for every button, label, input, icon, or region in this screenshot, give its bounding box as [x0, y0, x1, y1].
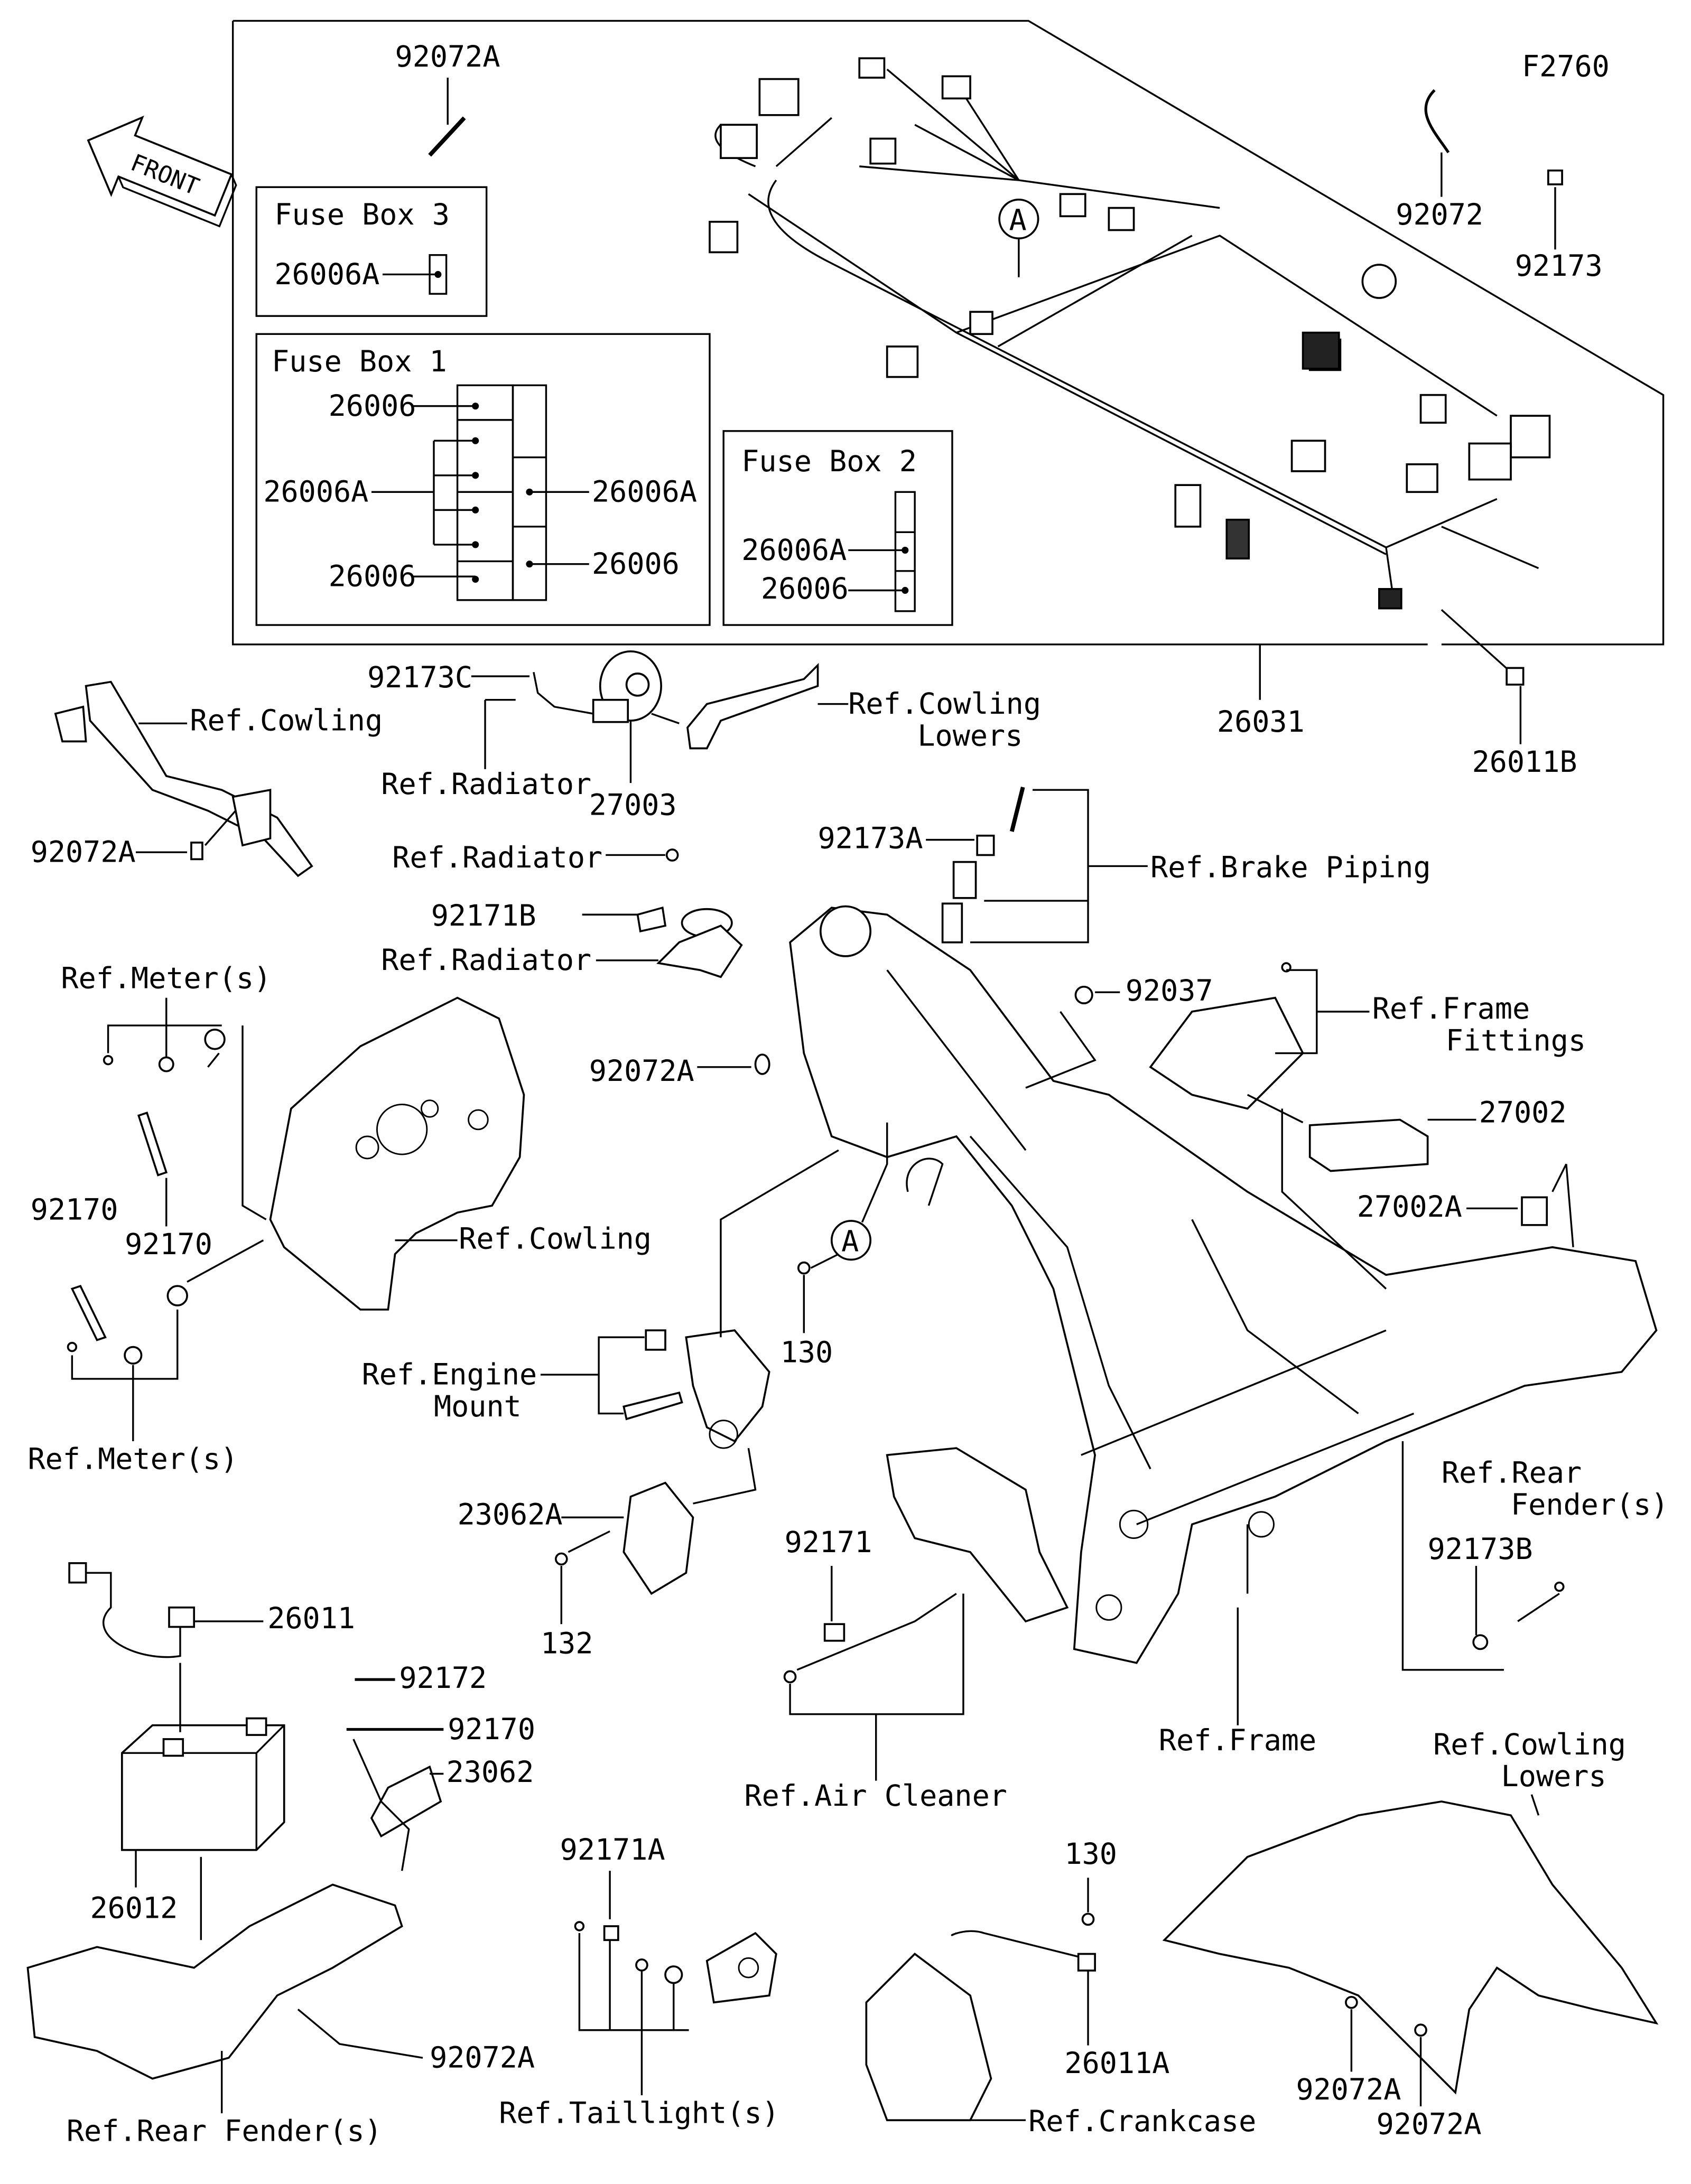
ref-cowling-lowers-2: Lowers [917, 718, 1023, 752]
ref-rear-fender: Ref.Rear Fender(s) [67, 2114, 382, 2148]
callout-27002: 27002 [1479, 1096, 1567, 1130]
callout-26012: 26012 [90, 1891, 178, 1925]
callout-26031: 26031 [1217, 705, 1305, 739]
callout-92173B: 92173B [1428, 1532, 1533, 1566]
callout-92170: 92170 [448, 1712, 535, 1746]
fuse-box-3-title: Fuse Box 3 [274, 198, 450, 231]
ref-cowling-lowers: Ref.Cowling [1433, 1728, 1626, 1761]
air-cleaner-cover [886, 1447, 1069, 1623]
ref-taillights: Ref.Taillight(s) [499, 2096, 779, 2130]
ref-cowling: Ref.Cowling [459, 1221, 652, 1255]
callout-92072A: 92072A [1296, 2073, 1401, 2106]
ref-rear-fender: Ref.Rear [1442, 1456, 1582, 1490]
callout-92072A: 92072A [1377, 2107, 1482, 2141]
callout-23062A: 23062A [458, 1497, 563, 1531]
callout-92173: 92173 [1515, 249, 1603, 283]
callout-92072A: 92072A [589, 1054, 694, 1088]
fuse-part: 26006 [592, 547, 680, 581]
ref-radiator: Ref.Radiator [392, 841, 602, 874]
battery-26012 [120, 1717, 285, 1851]
fuse-part: 26006A [263, 475, 368, 509]
fuse-part: 26006A [592, 475, 697, 509]
frame [789, 905, 1658, 1664]
fuse-box-2-title: Fuse Box 2 [741, 444, 917, 478]
callout-130: 130 [781, 1335, 833, 1369]
ecu-27002 [1308, 1118, 1429, 1172]
callout-92172: 92172 [399, 1661, 487, 1695]
crankcase [865, 1953, 992, 2122]
ref-brake-piping: Ref.Brake Piping [1150, 850, 1431, 884]
callout-92170: 92170 [31, 1192, 118, 1226]
front-arrow-icon: FRONT [87, 115, 237, 228]
fuse-part: 26006A [741, 533, 847, 567]
harness-boundary [231, 20, 1665, 646]
ref-radiator: Ref.Radiator [381, 767, 591, 801]
ref-frame: Ref.Frame [1159, 1723, 1316, 1757]
callout-26011A: 26011A [1064, 2046, 1169, 2080]
horn-27003 [485, 650, 849, 783]
ref-frame-fittings-2: Fittings [1446, 1023, 1586, 1057]
ref-cowling-lowers-2: Lowers [1501, 1759, 1606, 1793]
ref-crankcase: Ref.Crankcase [1028, 2104, 1256, 2138]
ref-radiator: Ref.Radiator [381, 943, 591, 977]
ref-cowling-lowers: Ref.Cowling [848, 687, 1041, 721]
callout-92072: 92072 [1396, 198, 1483, 231]
callout-92171B: 92171B [431, 899, 536, 932]
lower-cowling [1162, 1800, 1659, 2095]
fuse-part: 26006A [274, 257, 379, 291]
callout-92072A: 92072A [430, 2041, 535, 2075]
ref-engine-mount-2: Mount [434, 1389, 522, 1423]
callout-27002A: 27002A [1357, 1190, 1462, 1224]
callout-a-label: A [1009, 203, 1027, 237]
fuse-box-2: Fuse Box 2 26006A 26006 [722, 430, 953, 626]
ref-air-cleaner: Ref.Air Cleaner [745, 1779, 1007, 1813]
figure-code: F2760 [1522, 49, 1610, 83]
callout-26011: 26011 [267, 1601, 355, 1635]
callout-92171: 92171 [785, 1525, 872, 1559]
callout-92173C: 92173C [367, 660, 472, 694]
callout-92072A: 92072A [395, 40, 500, 73]
callout-130: 130 [1064, 1837, 1117, 1871]
fuse-box-1-title: Fuse Box 1 [272, 344, 447, 378]
ref-cowling: Ref.Cowling [190, 703, 383, 737]
callout-92170: 92170 [125, 1227, 212, 1261]
ref-frame-fittings: Ref.Frame [1372, 992, 1530, 1025]
callout-26011B: 26011B [1472, 745, 1577, 779]
callout-132: 132 [541, 1626, 593, 1660]
callout-27003: 27003 [589, 788, 677, 822]
callout-92072A: 92072A [31, 835, 136, 869]
fuse-box-1: Fuse Box 1 26006 26006A 26006 26006A 260… [255, 333, 711, 626]
ref-engine-mount: Ref.Engine [362, 1357, 537, 1391]
callout-92171A: 92171A [560, 1833, 665, 1866]
rear-fender [26, 1883, 403, 2080]
fuse-box-3: Fuse Box 3 26006A [255, 186, 488, 317]
callout-23062: 23062 [447, 1755, 534, 1789]
ref-meters: Ref.Meter(s) [61, 961, 271, 995]
ref-rear-fender-2: Fender(s) [1511, 1488, 1668, 1522]
callout-a: A [841, 1225, 859, 1258]
ref-meters: Ref.Meter(s) [27, 1442, 238, 1476]
fuse-part: 26006 [761, 572, 849, 605]
fuse-part: 26006 [329, 389, 416, 423]
callout-92037: 92037 [1126, 974, 1213, 1007]
callout-92173A: 92173A [818, 821, 923, 855]
fuse-part: 26006 [329, 559, 416, 593]
main-wiring-harness: A [709, 57, 1551, 610]
